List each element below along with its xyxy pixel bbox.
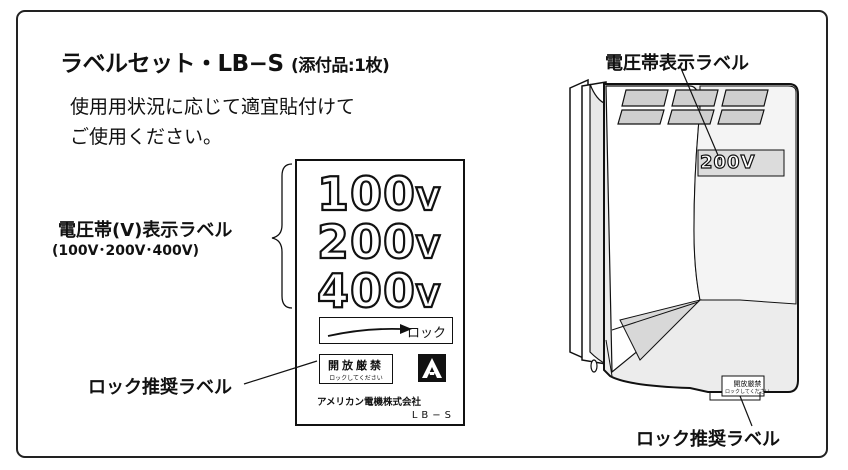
leader-line-left: [243, 360, 318, 385]
voltage-sticker-200: 200V: [316, 214, 442, 270]
lock-sticker-text: ロック: [406, 326, 446, 341]
title-main: ラベルセット・LB−S: [60, 51, 284, 77]
model-number: LB−S: [411, 410, 455, 421]
device-kaiho-text: 開放厳禁: [733, 380, 762, 388]
lock-sticker: ロック: [319, 317, 453, 344]
device-voltage-label: 200V: [699, 151, 756, 173]
label-sheet: 100V 200V 400V ロック 開放厳禁 ロックしてください アメリカン電…: [295, 159, 465, 426]
brace: [271, 163, 293, 309]
company-logo: [418, 354, 446, 382]
description-line-1: 使用用状況に応じて適宜貼付けて: [70, 96, 356, 118]
lock-recommend-label-left: ロック推奨ラベル: [88, 377, 232, 398]
outer-frame: [16, 10, 828, 458]
device-kaiho-sticker: 開放厳禁 ロックしてください: [725, 380, 770, 396]
description-line-2: ご使用ください。: [70, 126, 223, 148]
arrow-icon: [327, 324, 412, 337]
leader-line-right: [739, 395, 753, 427]
leader-line-top: [679, 65, 721, 161]
title-sub: (添付品:1枚): [291, 56, 390, 76]
kaiho-sticker: 開放厳禁 ロックしてください: [319, 354, 393, 384]
voltage-sticker-400: 400V: [316, 263, 442, 319]
kaiho-text: 開放厳禁: [328, 359, 384, 372]
voltage-display-label: 電圧帯表示ラベル: [605, 53, 749, 74]
kaiho-small-text: ロックしてください: [329, 375, 383, 382]
voltage-band-label: 電圧帯(V)表示ラベル: [58, 220, 233, 241]
voltage-band-sublabel: (100V･200V･400V): [52, 243, 199, 259]
voltage-sticker-100: 100V: [316, 166, 442, 222]
page-title: ラベルセット・LB−S (添付品:1枚): [60, 44, 390, 78]
device-kaiho-small: ロックしてください: [725, 389, 770, 395]
logo-a-icon: [422, 358, 442, 378]
maker-name: アメリカン電機株式会社: [317, 397, 422, 408]
device-illustration: [569, 78, 799, 401]
lock-recommend-label-right: ロック推奨ラベル: [636, 429, 780, 450]
